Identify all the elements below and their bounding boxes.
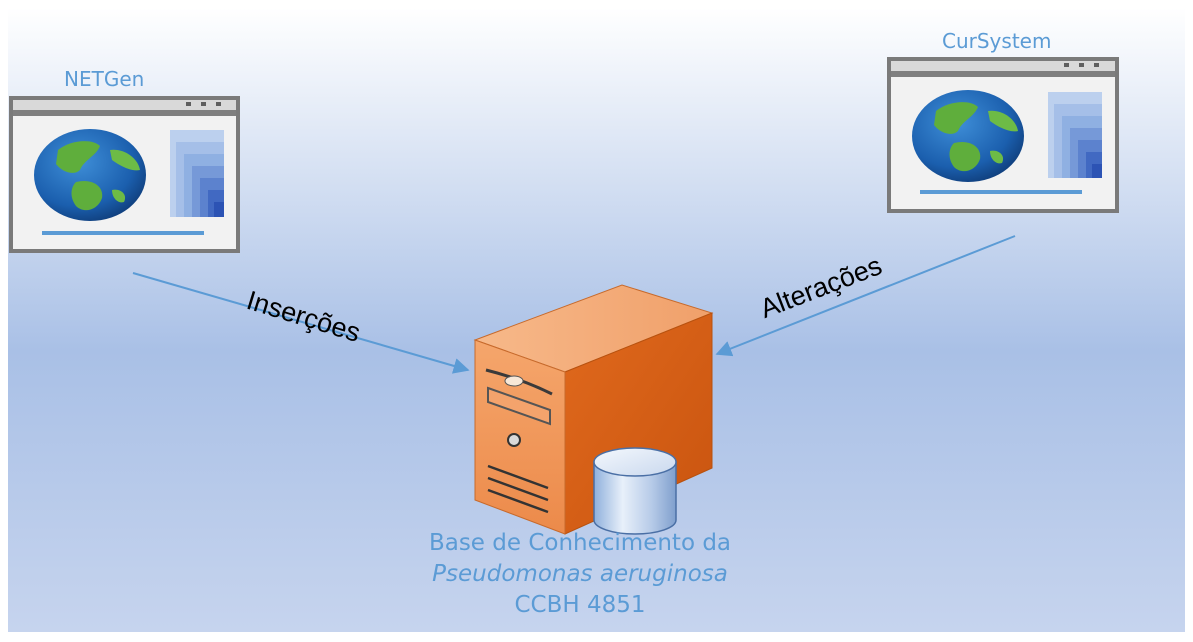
alterations-arrow <box>715 235 1016 357</box>
window-control-icon <box>186 102 191 106</box>
knowledge-base-caption: Base de Conhecimento da Pseudomonas aeru… <box>300 528 860 621</box>
bar-stack-icon <box>1048 92 1102 178</box>
knowledge-base-line-1: Base de Conhecimento da <box>428 530 732 556</box>
window-control-icon <box>1079 63 1084 67</box>
cursystem-window <box>887 57 1119 213</box>
database-icon <box>593 447 677 535</box>
window-control-icon <box>1094 63 1099 67</box>
knowledge-base-strain: CCBH 4851 <box>514 592 646 618</box>
window-control-icon <box>1064 63 1069 67</box>
window-control-icon <box>201 102 206 106</box>
bar-stack-icon <box>170 130 224 217</box>
netgen-title: NETGen <box>64 67 145 91</box>
knowledge-base-organism: Pseudomonas aeruginosa <box>432 561 728 587</box>
power-button-icon <box>507 433 521 447</box>
cursystem-title: CurSystem <box>942 29 1052 53</box>
globe-icon <box>912 90 1024 182</box>
netgen-window <box>9 96 240 253</box>
insertions-arrow <box>132 272 470 374</box>
globe-icon <box>34 129 146 221</box>
window-control-icon <box>216 102 221 106</box>
